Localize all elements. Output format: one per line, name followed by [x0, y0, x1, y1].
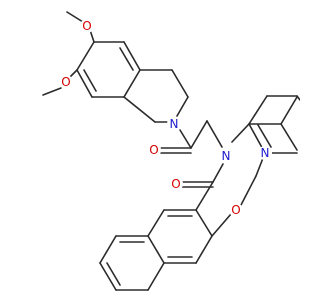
bond-naph-4 [147, 235, 165, 264]
atom-n-isoquinoline: N [167, 117, 181, 131]
bond-pyr-2 [248, 95, 268, 125]
atom-o-lactam: O [169, 177, 183, 191]
bond-naph-1 [195, 209, 213, 237]
label-o-lactam: O [171, 177, 180, 191]
bond-methyl-top [66, 11, 84, 23]
atom-o-methoxy-left: O [59, 75, 73, 89]
atom-labels: O O N O N N O O [59, 19, 272, 217]
bond-o-left-ring [69, 69, 78, 78]
bond-oxygen-naphthalene [211, 213, 232, 237]
label-n-isoquinoline: N [170, 117, 179, 131]
atom-n-pyridine: N [258, 146, 272, 160]
bond-naph-3 [147, 209, 165, 237]
bond-naph-9 [99, 262, 117, 291]
bond-methyl-left [42, 87, 62, 96]
label-n-lactam: N [222, 149, 231, 163]
atom-o-amide-chain: O [147, 143, 161, 157]
label-o-methoxy-left: O [61, 75, 70, 89]
bond-pyr-e [280, 96, 298, 125]
bond-ring-b-2 [171, 69, 189, 98]
label-o-ether: O [231, 203, 240, 217]
bonds [42, 11, 300, 291]
bond-ring-a-5 [123, 41, 141, 71]
bond-naph-6 [195, 235, 213, 264]
bond-n-lactam-carbonyl [212, 163, 224, 183]
label-o-methoxy-top: O [82, 19, 91, 33]
bond-n-carbonyl [179, 129, 192, 149]
bond-o-top-ring [89, 29, 95, 43]
bond-ring-a-inner-1 [83, 69, 97, 92]
bond-ring-a-2 [76, 69, 93, 98]
bond-ring-a-4 [123, 69, 141, 98]
bond-naph-11 [147, 262, 165, 291]
bond-ring-b-5 [123, 96, 156, 123]
molecule-svg: O O N O N N O O [42, 11, 300, 291]
bond-naph-8 [99, 235, 117, 264]
bond-pyr-c [257, 124, 272, 148]
atom-n-lactam: N [219, 149, 233, 163]
bond-pyr-1 [231, 123, 250, 143]
bond-ring-b-3 [176, 96, 189, 117]
bond-ch2-n-lactam [206, 120, 223, 148]
bond-naph-inner-3 [106, 262, 121, 286]
bond-pyr-f [280, 123, 298, 151]
bond-lactam-carbonyl-c [195, 181, 214, 211]
label-n-pyridine: N [261, 146, 270, 160]
molecule-structure-diagram: O O N O N N O O [42, 11, 300, 291]
atom-o-ether: O [229, 203, 243, 217]
bond-ring-a-1 [76, 41, 95, 71]
bond-ring-a-inner-2 [119, 47, 134, 71]
bond-pyridine-oxygen [240, 175, 257, 206]
atom-o-methoxy-top: O [80, 19, 94, 33]
label-o-amide-chain: O [149, 143, 158, 157]
bond-carbonyl-ch2 [190, 120, 208, 149]
